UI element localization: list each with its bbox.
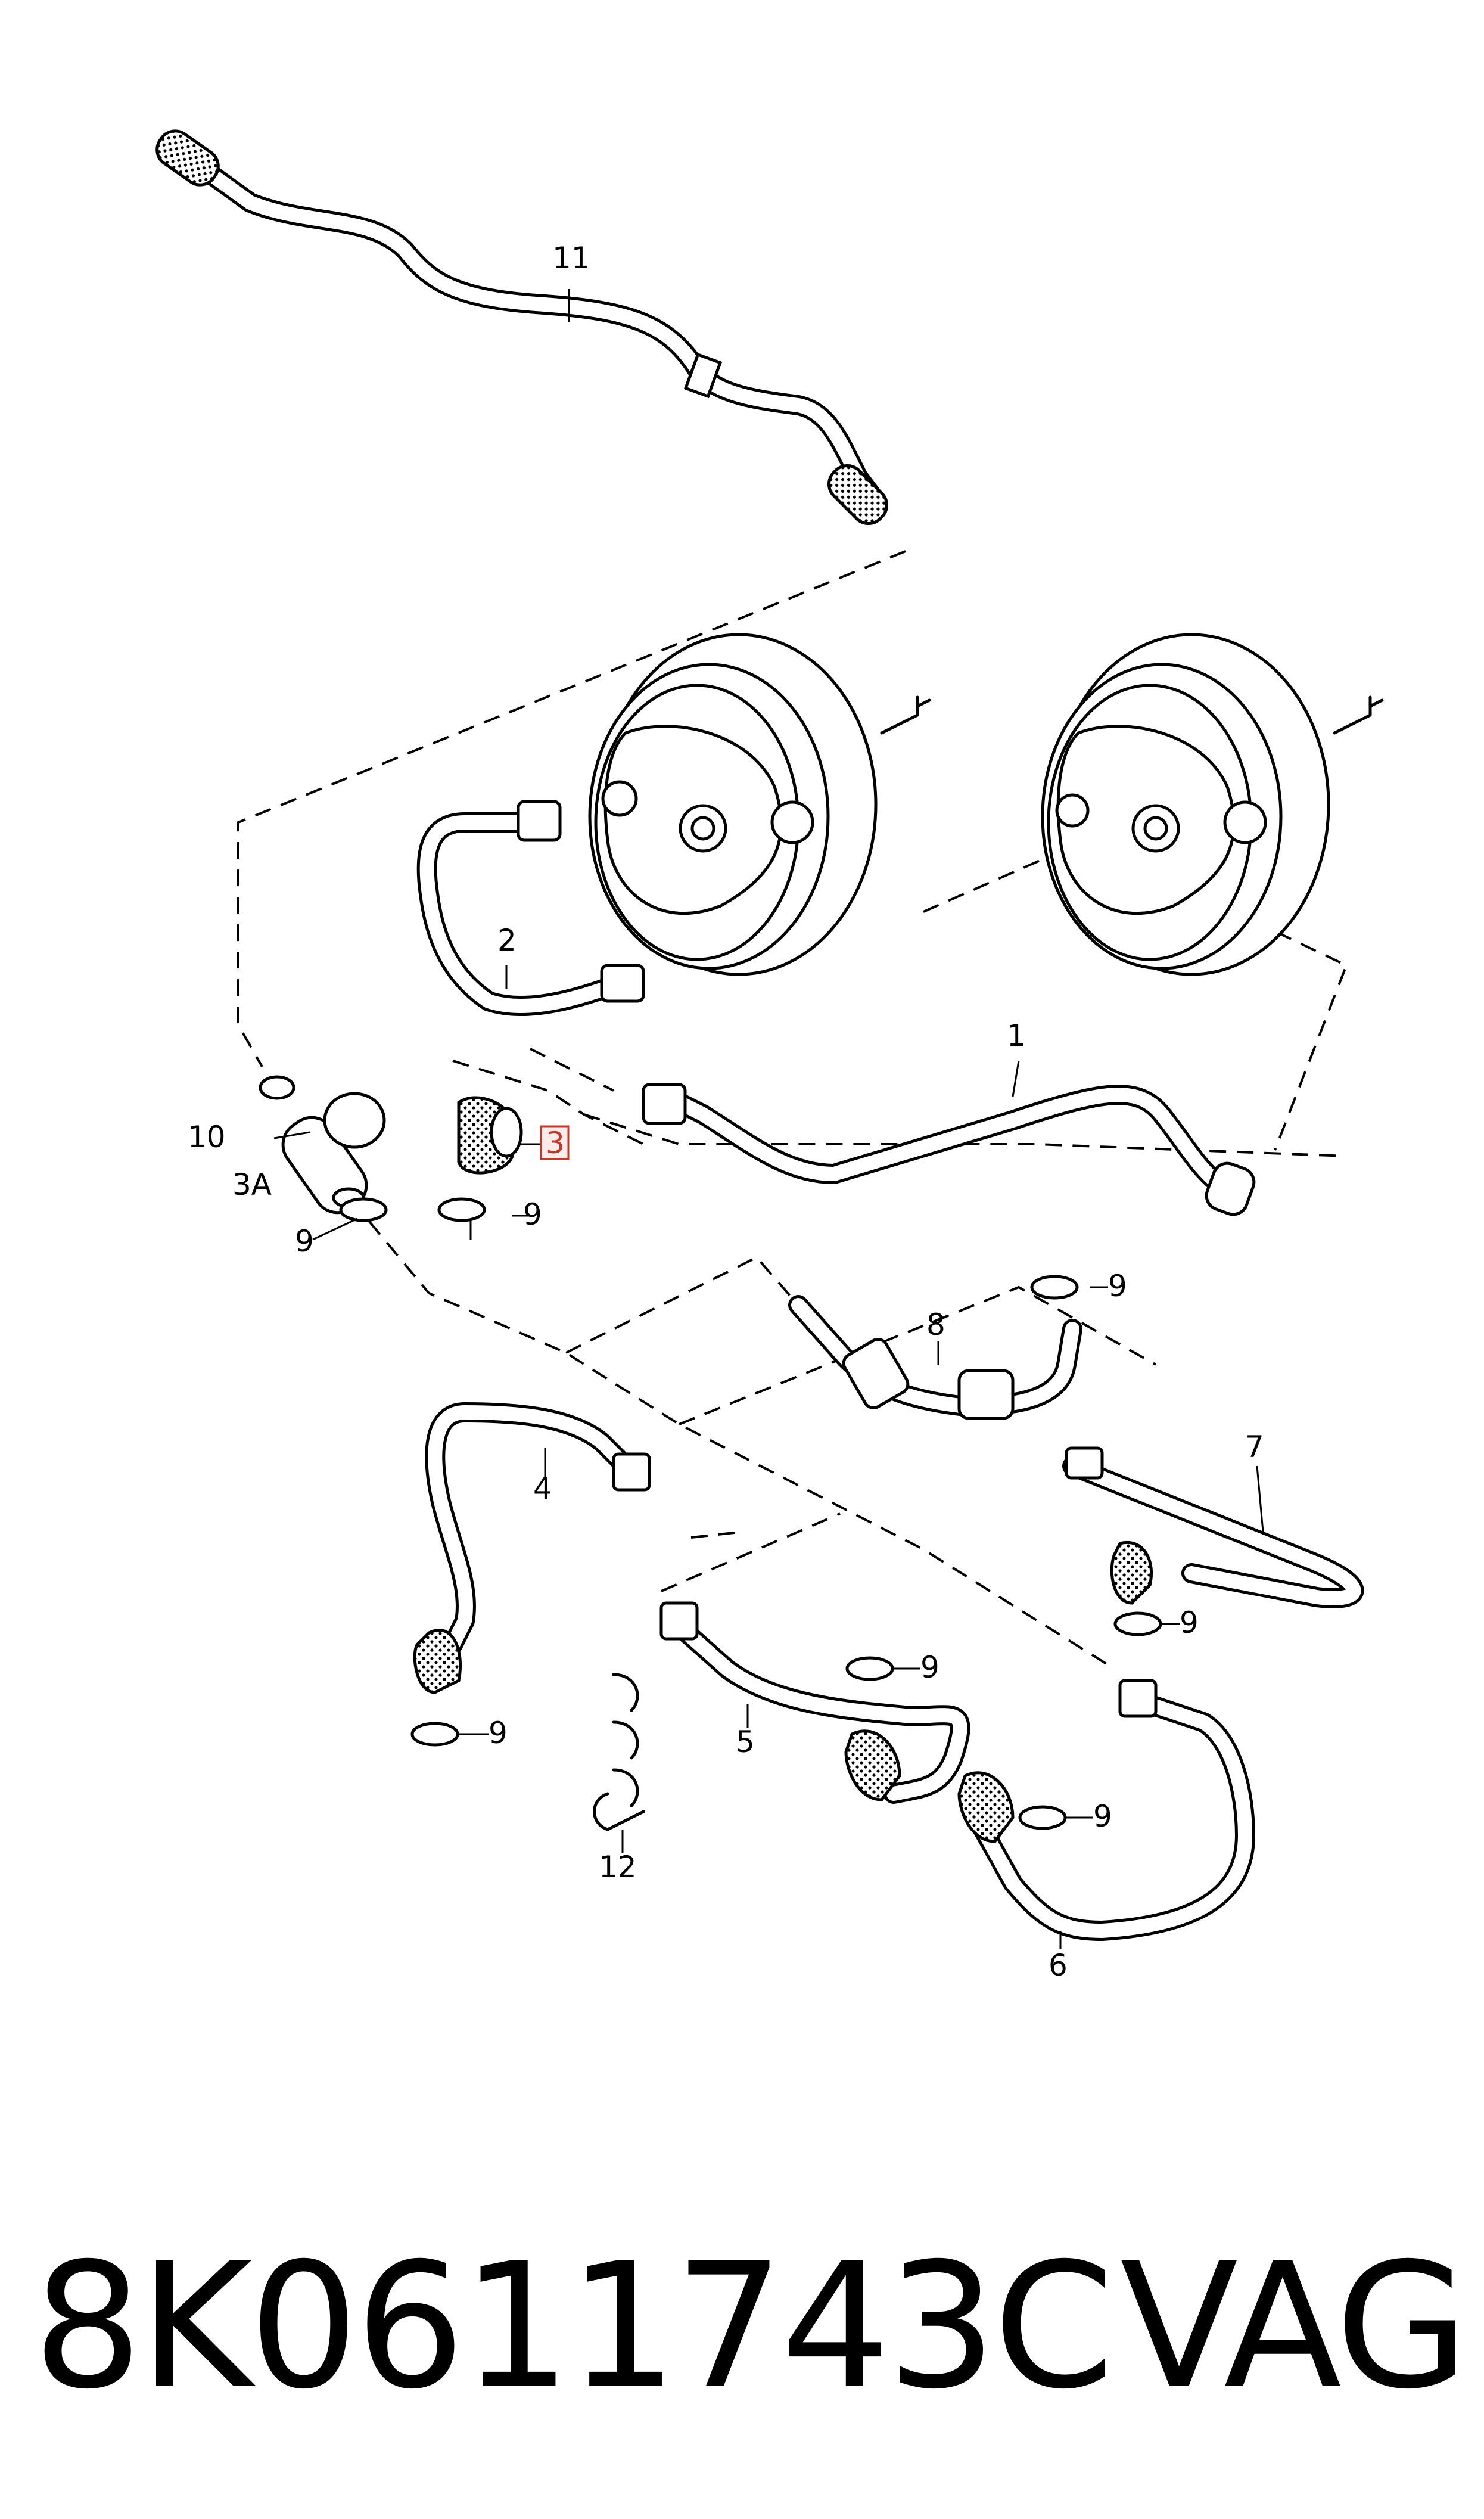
- part-7-hose: [1062, 1446, 1364, 1608]
- part-11-clip: [683, 352, 723, 399]
- callout-9-d[interactable]: 9: [1180, 1605, 1199, 1640]
- callout-9-g[interactable]: 9: [1093, 1799, 1112, 1834]
- callout-9-f[interactable]: 9: [489, 1716, 508, 1750]
- brake-booster-right: [1041, 633, 1384, 976]
- part-8-hose: [788, 1295, 1082, 1420]
- callout-8[interactable]: 8: [926, 1307, 945, 1342]
- part-1-hose: [642, 1083, 1256, 1216]
- callout-12[interactable]: 12: [599, 1850, 637, 1884]
- brake-booster-left: [588, 633, 931, 976]
- part-4-hose: [413, 1402, 651, 1694]
- callout-3-highlight-box: [540, 1125, 570, 1160]
- callout-6[interactable]: 6: [1049, 1948, 1068, 1983]
- part-11-end-sleeve-left: [155, 129, 220, 187]
- part-3-elbow: [457, 1096, 523, 1175]
- callout-3a[interactable]: 3A: [232, 1167, 272, 1202]
- leader-lines: [273, 289, 1264, 1949]
- part-5-hose: [659, 1601, 970, 1804]
- callout-labels: 11 2 1 3 10 3A 9 9 9 8 7 4 9 9 9 5 9 12 …: [188, 241, 1264, 1983]
- part-11-end-sleeve-right: [827, 464, 889, 526]
- part-10-clamp: [259, 1075, 295, 1100]
- brand-label: VAG: [1120, 2226, 1469, 2427]
- callout-7[interactable]: 7: [1245, 1430, 1264, 1464]
- callout-10[interactable]: 10: [188, 1120, 226, 1154]
- callout-9-e[interactable]: 9: [920, 1650, 939, 1685]
- hose-clamps: [339, 1197, 1162, 1830]
- callout-3[interactable]: 3: [546, 1126, 565, 1160]
- callout-9-c[interactable]: 9: [1108, 1269, 1127, 1303]
- callout-9-a[interactable]: 9: [523, 1197, 542, 1232]
- part-3a-valve: [281, 1092, 386, 1215]
- callout-1[interactable]: 1: [1007, 1018, 1026, 1053]
- part-6-hose: [957, 1679, 1255, 1941]
- callout-4[interactable]: 4: [533, 1471, 552, 1506]
- part-12-clip-set: [593, 1673, 645, 1831]
- callout-9-b[interactable]: 9: [295, 1224, 314, 1259]
- exploded-parts-diagram: 11 2 1 3 10 3A 9 9 9 8 7 4 9 9 9 5 9 12 …: [155, 129, 1384, 1983]
- callout-5[interactable]: 5: [736, 1725, 755, 1759]
- part-2-hose: [416, 800, 645, 1016]
- part-11-vacuum-hose: [155, 129, 889, 526]
- part-number-label: 8K0611743C: [33, 2226, 1114, 2427]
- callout-2[interactable]: 2: [497, 923, 517, 958]
- callout-11[interactable]: 11: [552, 241, 590, 275]
